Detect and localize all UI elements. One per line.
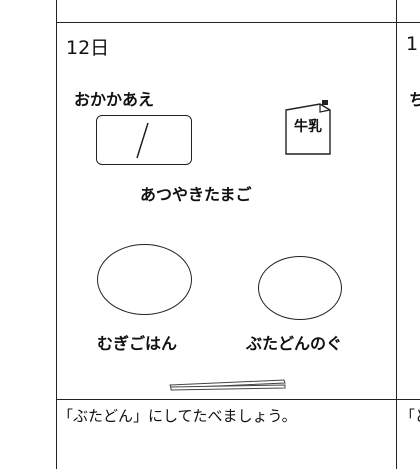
- grid-line-top: [56, 22, 420, 23]
- bowl-icon: [97, 244, 192, 315]
- date-label: 12日: [66, 37, 110, 59]
- chopsticks-icon: [168, 376, 288, 391]
- soup-bowl-icon: [258, 256, 342, 320]
- plate-icon: [96, 115, 192, 165]
- next-date-label: 1: [406, 33, 419, 55]
- rice-label: むぎごはん: [97, 334, 178, 353]
- egg-label: あつやきたまご: [140, 185, 252, 204]
- grid-line-left: [56, 0, 57, 469]
- next-dish-label: ち: [409, 90, 420, 109]
- next-caption: 「ど: [400, 407, 420, 425]
- caption: 「ぶたどん」にしてたべましょう。: [58, 407, 297, 425]
- soup-label: ぶたどんのぐ: [246, 334, 343, 353]
- grid-line-bottom: [56, 399, 420, 400]
- milk-carton-icon: 牛乳: [284, 100, 332, 156]
- milk-label: 牛乳: [294, 119, 322, 135]
- grid-line-right: [396, 0, 397, 469]
- okazu-label: おかかあえ: [74, 90, 155, 109]
